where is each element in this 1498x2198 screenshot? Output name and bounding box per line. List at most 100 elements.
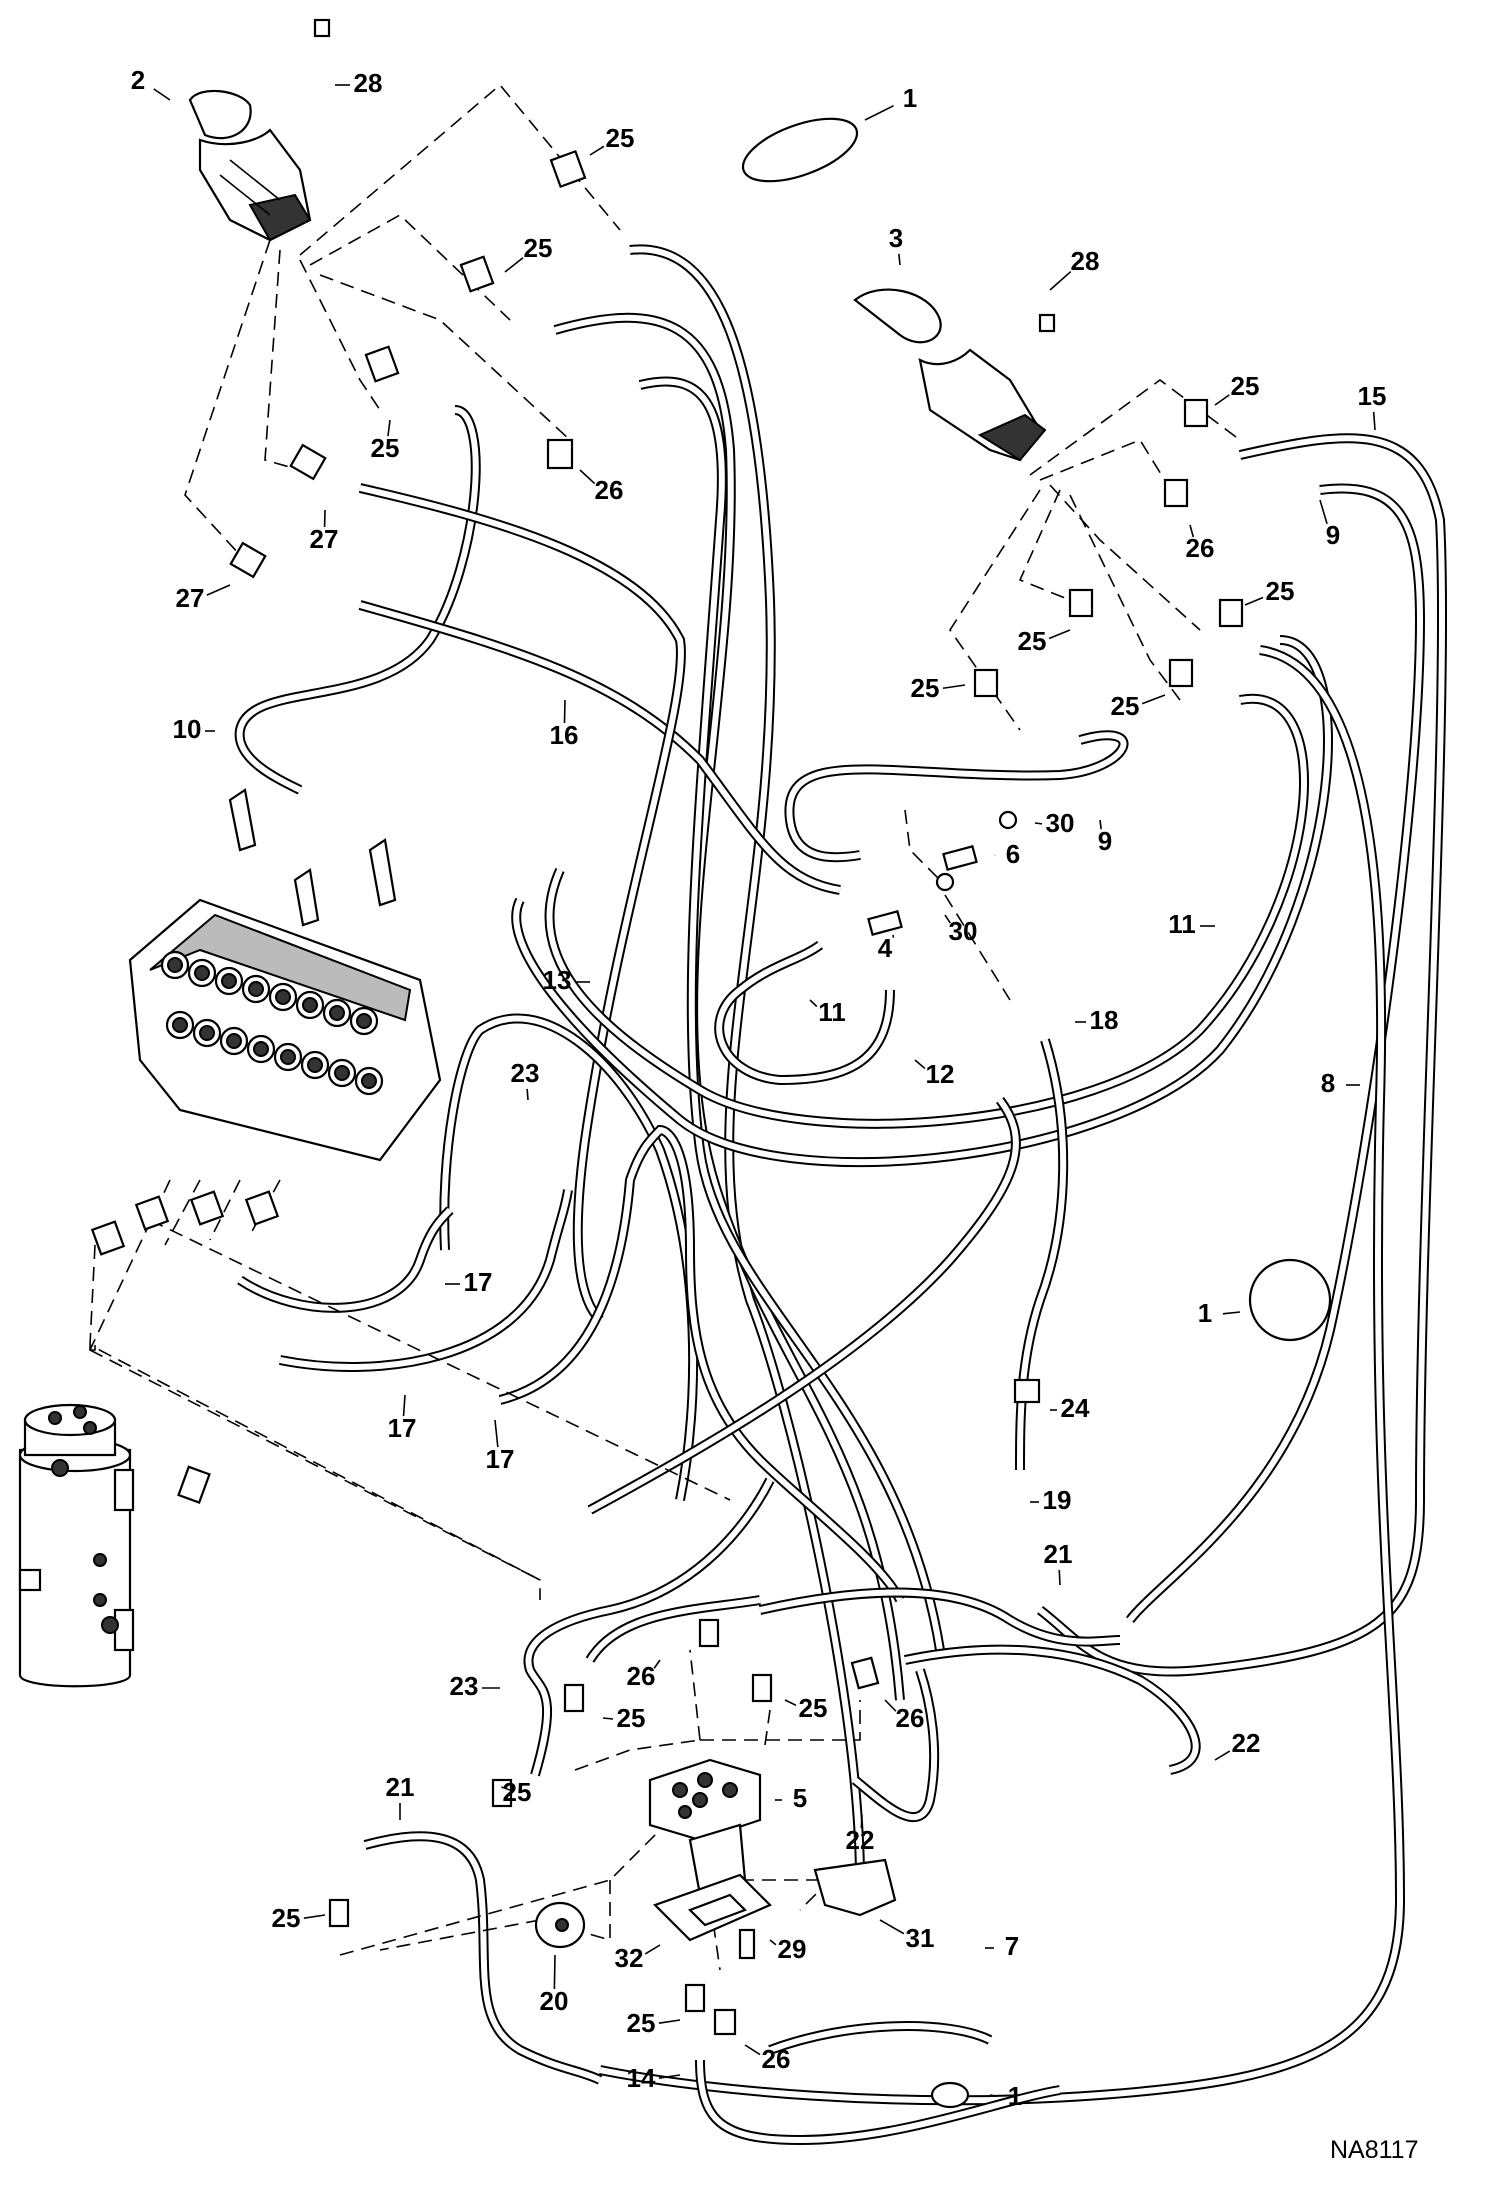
callout-leader bbox=[554, 1955, 555, 1989]
callout-label: 25 bbox=[627, 2008, 656, 2038]
callout-label: 13 bbox=[543, 965, 572, 995]
callout-leader bbox=[505, 258, 523, 272]
callout-25: 25 bbox=[785, 1693, 827, 1723]
callout-leader bbox=[154, 89, 170, 100]
callout-leader bbox=[1374, 412, 1375, 430]
joystick-right bbox=[855, 290, 1045, 460]
callout-25: 25 bbox=[1018, 626, 1070, 656]
callout-label: 32 bbox=[615, 1943, 644, 1973]
callout-label: 25 bbox=[606, 123, 635, 153]
callout-label: 14 bbox=[627, 2063, 656, 2093]
callout-25: 25 bbox=[627, 2008, 680, 2038]
callout-label: 17 bbox=[464, 1267, 493, 1297]
callout-label: 30 bbox=[949, 916, 978, 946]
callout-label: 25 bbox=[1018, 626, 1047, 656]
callout-leader bbox=[745, 2045, 760, 2055]
callout-label: 25 bbox=[799, 1693, 828, 1723]
callout-leader bbox=[885, 1700, 896, 1711]
callout-label: 25 bbox=[1231, 371, 1260, 401]
callout-label: 25 bbox=[503, 1777, 532, 1807]
callout-11: 11 bbox=[1168, 909, 1215, 939]
callout-label: 24 bbox=[1061, 1393, 1090, 1423]
callout-18: 18 bbox=[1075, 1005, 1118, 1035]
callout-label: 23 bbox=[450, 1671, 479, 1701]
callout-25: 25 bbox=[1215, 371, 1259, 405]
callout-label: 17 bbox=[388, 1413, 417, 1443]
callout-25: 25 bbox=[911, 673, 965, 703]
callout-label: 11 bbox=[818, 997, 846, 1027]
callout-label: 25 bbox=[371, 433, 400, 463]
callout-4: 4 bbox=[878, 933, 894, 963]
callout-10: 10 bbox=[173, 714, 215, 744]
callout-label: 26 bbox=[896, 1703, 925, 1733]
callout-26: 26 bbox=[745, 2044, 790, 2074]
callout-25: 25 bbox=[371, 420, 400, 463]
manifold-block bbox=[650, 1760, 760, 1895]
callout-label: 21 bbox=[1044, 1539, 1073, 1569]
callout-label: 26 bbox=[762, 2044, 791, 2074]
hose-group bbox=[240, 249, 1442, 2140]
callout-label: 16 bbox=[550, 720, 579, 750]
callout-label: 22 bbox=[846, 1825, 875, 1855]
callout-label: 12 bbox=[926, 1059, 955, 1089]
callout-23: 23 bbox=[450, 1671, 500, 1701]
callout-label: 26 bbox=[595, 475, 624, 505]
callout-25: 25 bbox=[590, 123, 634, 155]
callout-label: 15 bbox=[1358, 381, 1387, 411]
callout-label: 29 bbox=[778, 1934, 807, 1964]
callout-22: 22 bbox=[1215, 1728, 1260, 1760]
callout-leader bbox=[1049, 630, 1070, 638]
callout-label: 3 bbox=[889, 223, 903, 253]
callout-leader bbox=[915, 1060, 925, 1068]
callout-8: 8 bbox=[1321, 1068, 1360, 1098]
callout-25: 25 bbox=[501, 1777, 531, 1807]
callout-label: 11 bbox=[1168, 909, 1196, 939]
callout-label: 25 bbox=[617, 1703, 646, 1733]
callout-12: 12 bbox=[915, 1059, 954, 1089]
callout-label: 7 bbox=[1005, 1931, 1019, 1961]
callout-label: 1 bbox=[1198, 1298, 1212, 1328]
callout-leader bbox=[603, 1718, 613, 1719]
callout-leader bbox=[1215, 1751, 1230, 1760]
callout-20: 20 bbox=[540, 1955, 569, 2016]
callout-28: 28 bbox=[1050, 246, 1099, 290]
callout-leader bbox=[1245, 598, 1263, 605]
callout-9: 9 bbox=[1320, 500, 1340, 550]
callout-label: 21 bbox=[386, 1772, 415, 1802]
callout-label: 28 bbox=[1071, 246, 1100, 276]
callout-2: 2 bbox=[131, 65, 170, 100]
callout-19: 19 bbox=[1030, 1485, 1071, 1515]
callout-label: 1 bbox=[903, 83, 917, 113]
callout-25: 25 bbox=[505, 233, 552, 272]
callout-label: 25 bbox=[1266, 576, 1295, 606]
callout-9: 9 bbox=[1098, 820, 1112, 856]
callout-label: 20 bbox=[540, 1986, 569, 2016]
callout-leader bbox=[1215, 395, 1229, 405]
callout-26: 26 bbox=[885, 1700, 924, 1733]
callout-26: 26 bbox=[1186, 525, 1215, 563]
callout-17: 17 bbox=[388, 1395, 417, 1443]
callout-label: 8 bbox=[1321, 1068, 1335, 1098]
callout-25: 25 bbox=[1245, 576, 1294, 606]
callout-leader bbox=[1059, 1570, 1060, 1585]
callout-label: 2 bbox=[131, 65, 145, 95]
callout-label: 30 bbox=[1046, 808, 1075, 838]
callout-label: 28 bbox=[354, 68, 383, 98]
callout-label: 17 bbox=[486, 1444, 515, 1474]
callout-label: 27 bbox=[310, 524, 339, 554]
callout-15: 15 bbox=[1358, 381, 1387, 430]
control-valve bbox=[130, 790, 440, 1160]
callout-24: 24 bbox=[1050, 1393, 1090, 1423]
callout-label: 9 bbox=[1098, 826, 1112, 856]
callout-label: 4 bbox=[878, 933, 893, 963]
callout-leader bbox=[880, 1920, 904, 1934]
callout-leader bbox=[899, 254, 900, 265]
callout-leader bbox=[304, 1915, 325, 1918]
callout-label: 19 bbox=[1043, 1485, 1072, 1515]
callout-label: 31 bbox=[906, 1923, 935, 1953]
callout-label: 25 bbox=[524, 233, 553, 263]
callout-label: 6 bbox=[1006, 839, 1020, 869]
callout-leader bbox=[1142, 695, 1165, 704]
